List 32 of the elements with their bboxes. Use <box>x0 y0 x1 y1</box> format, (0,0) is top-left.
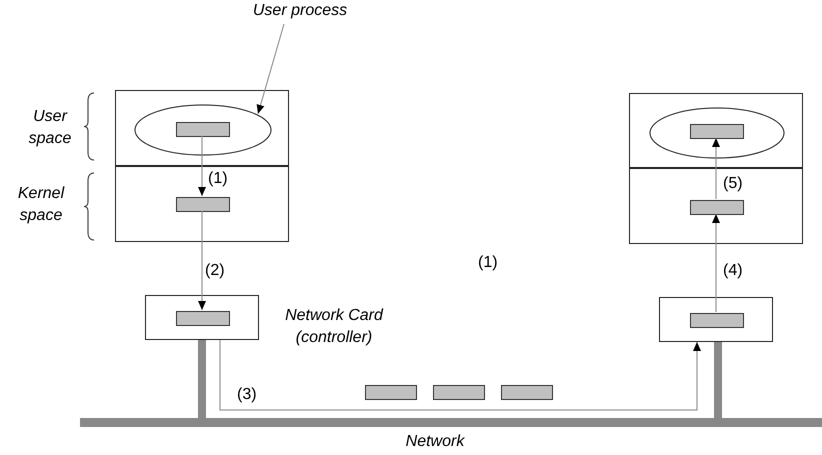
section-box <box>629 168 803 244</box>
message-block <box>176 197 230 212</box>
arrow <box>198 136 206 196</box>
leader-line <box>256 24 284 114</box>
side-label: Network Card (controller) <box>284 306 384 348</box>
bus-connector <box>198 340 206 418</box>
message-block <box>690 124 744 139</box>
section-box <box>145 295 259 340</box>
arrow <box>220 340 701 410</box>
process-ellipse <box>134 104 272 156</box>
bus-connector <box>714 342 722 418</box>
side-label: User space <box>28 107 72 149</box>
section-box <box>115 90 289 166</box>
arrow <box>198 210 206 310</box>
message-block <box>690 200 744 215</box>
message-block <box>176 122 230 137</box>
arrow <box>712 138 720 200</box>
message-block <box>365 385 417 400</box>
arrow <box>712 214 720 312</box>
section-box <box>659 297 773 342</box>
message-block <box>690 313 744 328</box>
step-number: (1) <box>478 253 498 273</box>
message-block <box>501 385 553 400</box>
section-box <box>629 93 803 168</box>
side-label: Network <box>404 432 466 452</box>
message-block <box>433 385 485 400</box>
process-ellipse <box>649 107 785 159</box>
section-box <box>115 166 289 242</box>
side-label: Kernel space <box>16 184 66 226</box>
message-block <box>176 311 230 326</box>
callout-text: User process <box>240 2 360 24</box>
network-bus <box>80 418 822 427</box>
